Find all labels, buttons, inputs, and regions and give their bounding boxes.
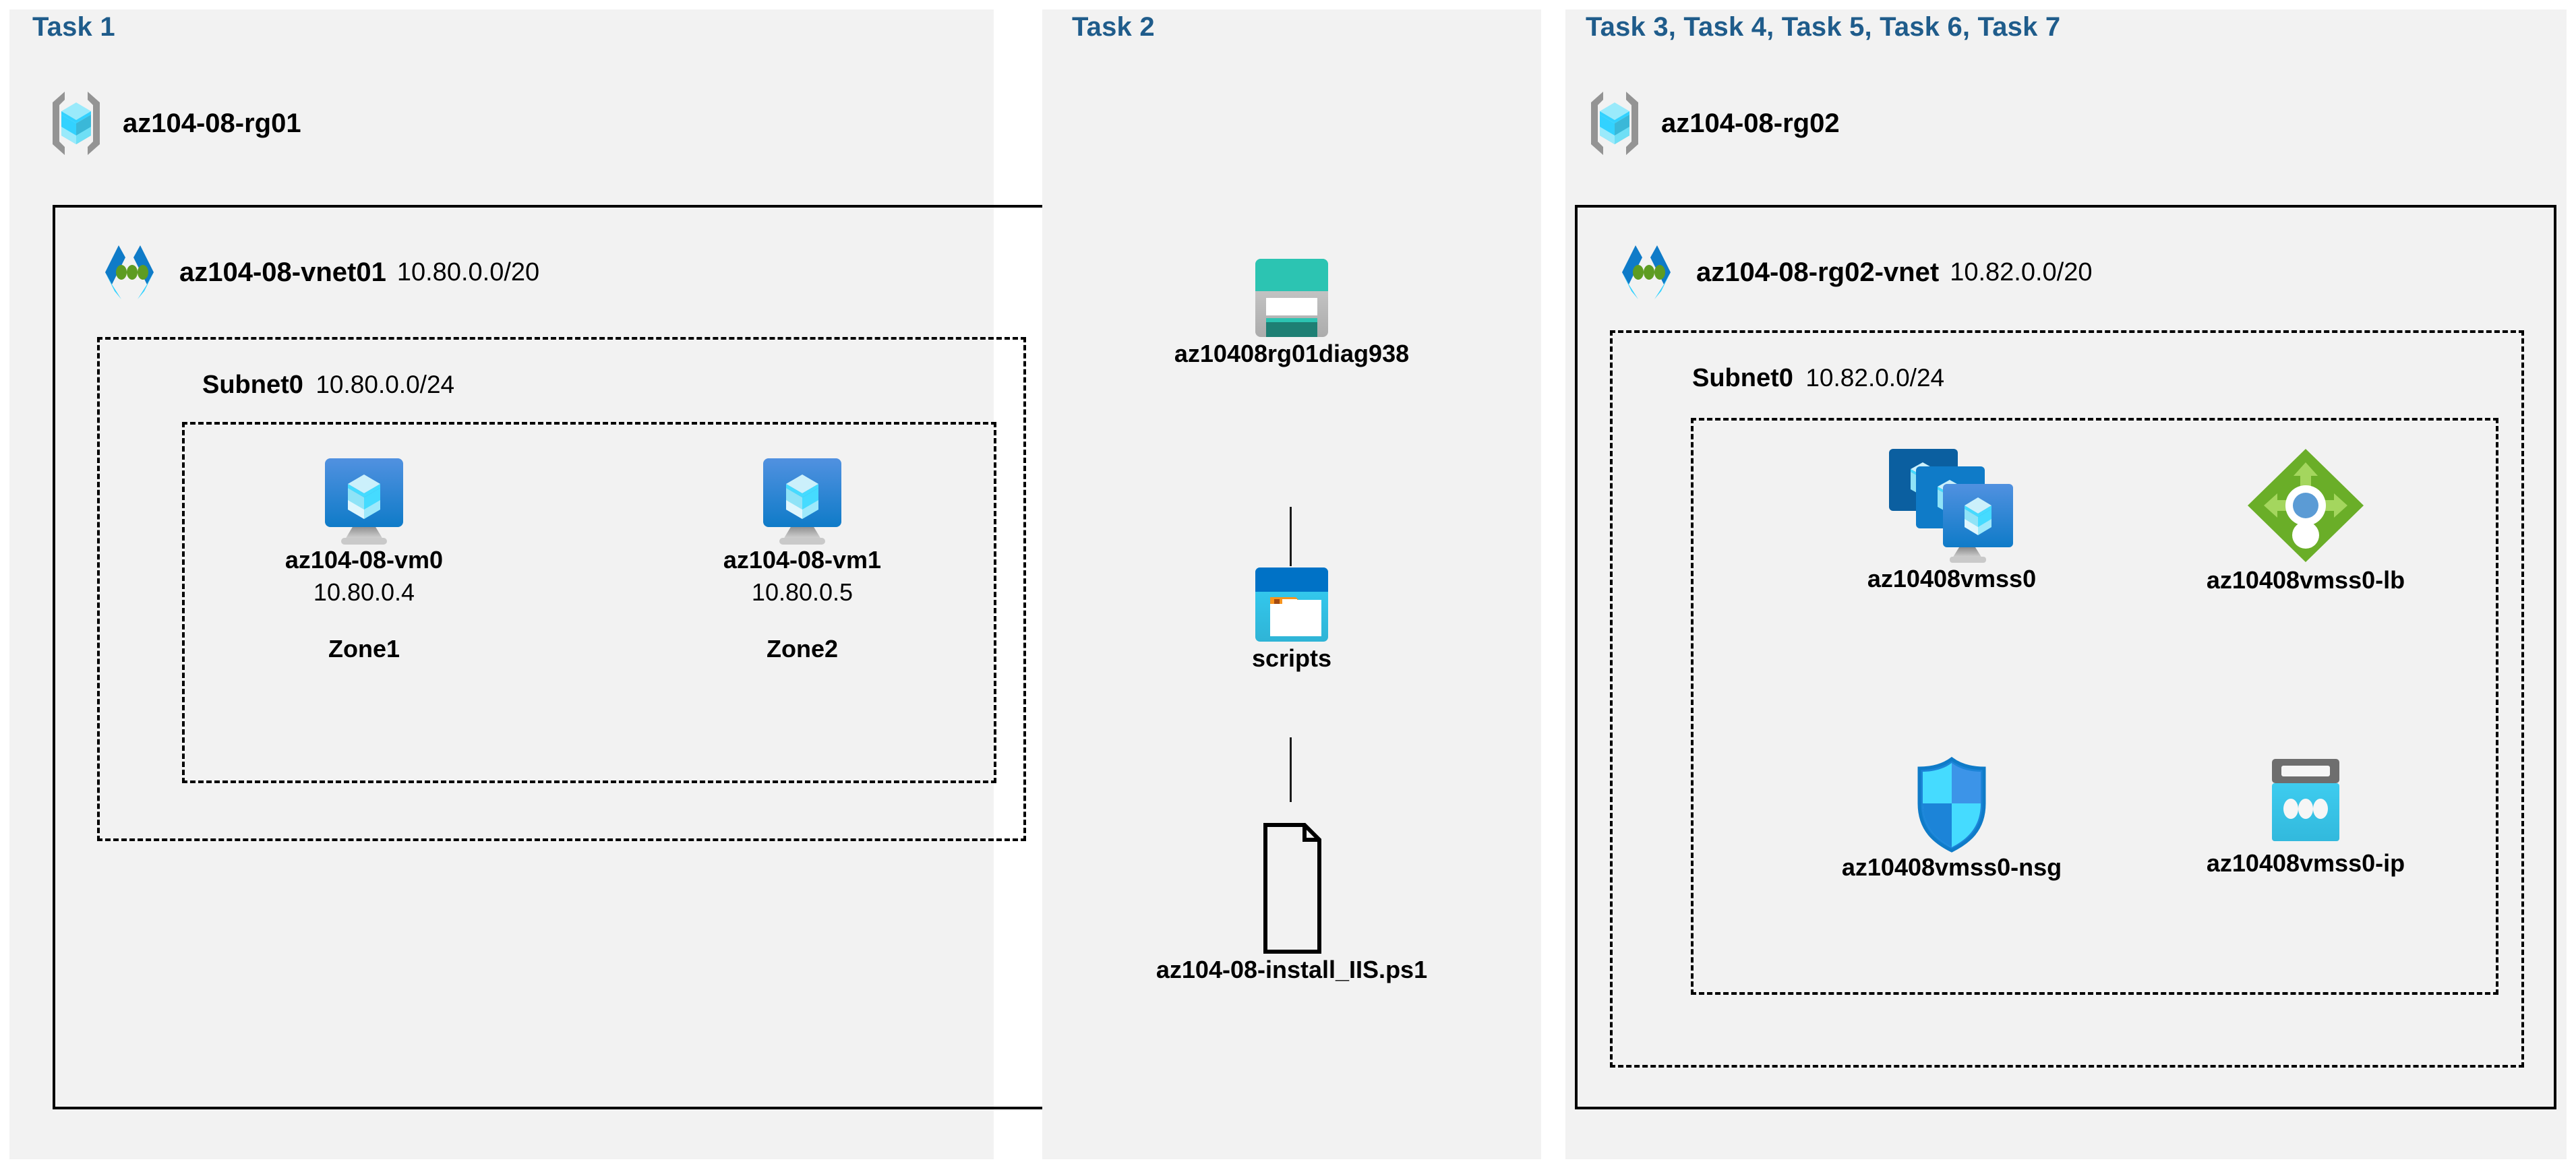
task1-label: Task 1 bbox=[32, 12, 115, 42]
task3-network-security-group-name: az10408vmss0-nsg bbox=[1841, 853, 2062, 881]
network-security-group-icon bbox=[1911, 755, 1992, 853]
task3-subnet-header: Subnet0 10.82.0.0/24 bbox=[1692, 364, 1944, 393]
blob-container-icon bbox=[1251, 565, 1332, 644]
task1-vnet-cidr: 10.80.0.0/20 bbox=[396, 257, 540, 286]
task3-vm-scale-set: az10408vmss0 bbox=[1814, 445, 2090, 593]
connector-storage-to-container bbox=[1290, 507, 1292, 566]
task1-vm0-ip: 10.80.0.4 bbox=[313, 578, 415, 606]
task3-vnet-header: az104-08-rg02-vnet 10.82.0.0/20 bbox=[1611, 243, 2093, 302]
task1-subnet-cidr: 10.80.0.0/24 bbox=[316, 371, 455, 398]
task1-resource-group-name: az104-08-rg01 bbox=[123, 108, 301, 138]
connector-container-to-file bbox=[1290, 737, 1292, 802]
task2-storage-account: az10408rg01diag938 bbox=[1174, 256, 1409, 368]
task1-subnet-name: Subnet0 bbox=[202, 371, 303, 399]
task3-resource-group: az104-08-rg02 bbox=[1586, 89, 1840, 158]
task2-script-file: az104-08-install_IIS.ps1 bbox=[1156, 821, 1427, 984]
task3-vnet-name: az104-08-rg02-vnet bbox=[1696, 257, 1940, 287]
task1-vm1-name: az104-08-vm1 bbox=[723, 546, 882, 574]
task2-script-file-name: az104-08-install_IIS.ps1 bbox=[1156, 956, 1428, 983]
vm-scale-set-icon bbox=[1888, 445, 2016, 565]
task3-resources-box bbox=[1691, 418, 2498, 995]
resource-group-icon bbox=[47, 89, 105, 158]
virtual-machine-icon bbox=[759, 456, 845, 546]
task1-vm1-zone: Zone2 bbox=[766, 635, 838, 663]
task3-network-security-group: az10408vmss0-nsg bbox=[1814, 755, 2090, 882]
task1-vnet-header: az104-08-vnet01 10.80.0.0/20 bbox=[94, 243, 539, 302]
task3-subnet-name: Subnet0 bbox=[1692, 364, 1793, 392]
task2-blob-container-name: scripts bbox=[1251, 644, 1332, 672]
task3-label: Task 3, Task 4, Task 5, Task 6, Task 7 bbox=[1586, 12, 2061, 42]
task1-subnet-box bbox=[97, 337, 1026, 841]
task1-resource-group: az104-08-rg01 bbox=[47, 89, 301, 158]
task3-public-ip-address-name: az10408vmss0-ip bbox=[2206, 849, 2405, 877]
virtual-machine-icon bbox=[321, 456, 407, 546]
task1-vm1: az104-08-vm1 10.80.0.5 Zone2 bbox=[701, 456, 903, 663]
public-ip-address-icon bbox=[2265, 755, 2346, 849]
load-balancer-icon bbox=[2244, 445, 2368, 566]
task3-vnet-cidr: 10.82.0.0/20 bbox=[1950, 257, 2093, 286]
virtual-network-icon bbox=[1611, 243, 1681, 302]
storage-account-icon bbox=[1251, 256, 1332, 340]
task1-vm1-ip: 10.80.0.5 bbox=[751, 578, 853, 606]
task2-blob-container: scripts bbox=[1191, 565, 1393, 673]
task3-resource-group-name: az104-08-rg02 bbox=[1661, 108, 1840, 138]
file-document-icon bbox=[1248, 821, 1336, 956]
task3-load-balancer-name: az10408vmss0-lb bbox=[2206, 566, 2405, 594]
panel-task3 bbox=[1565, 9, 2567, 1159]
task1-vm0: az104-08-vm0 10.80.0.4 Zone1 bbox=[263, 456, 465, 663]
task1-vm0-zone: Zone1 bbox=[328, 635, 400, 663]
resource-group-icon bbox=[1586, 89, 1644, 158]
task1-vnet-name: az104-08-vnet01 bbox=[179, 257, 386, 287]
task1-vm0-name: az104-08-vm0 bbox=[284, 546, 444, 574]
virtual-network-icon bbox=[94, 243, 164, 302]
task1-subnet-header: Subnet0 10.80.0.0/24 bbox=[202, 371, 454, 400]
task1-zones-box bbox=[182, 422, 996, 783]
task2-label: Task 2 bbox=[1072, 12, 1155, 42]
task3-load-balancer: az10408vmss0-lb bbox=[2157, 445, 2454, 594]
task3-subnet-cidr: 10.82.0.0/24 bbox=[1805, 364, 1945, 392]
task3-subnet-box bbox=[1610, 330, 2524, 1068]
task3-vm-scale-set-name: az10408vmss0 bbox=[1867, 565, 2037, 592]
panel-task1 bbox=[9, 9, 994, 1159]
task3-vnet-box bbox=[1575, 205, 2556, 1109]
task2-storage-account-name: az10408rg01diag938 bbox=[1174, 340, 1410, 367]
task3-public-ip-address: az10408vmss0-ip bbox=[2157, 755, 2454, 878]
